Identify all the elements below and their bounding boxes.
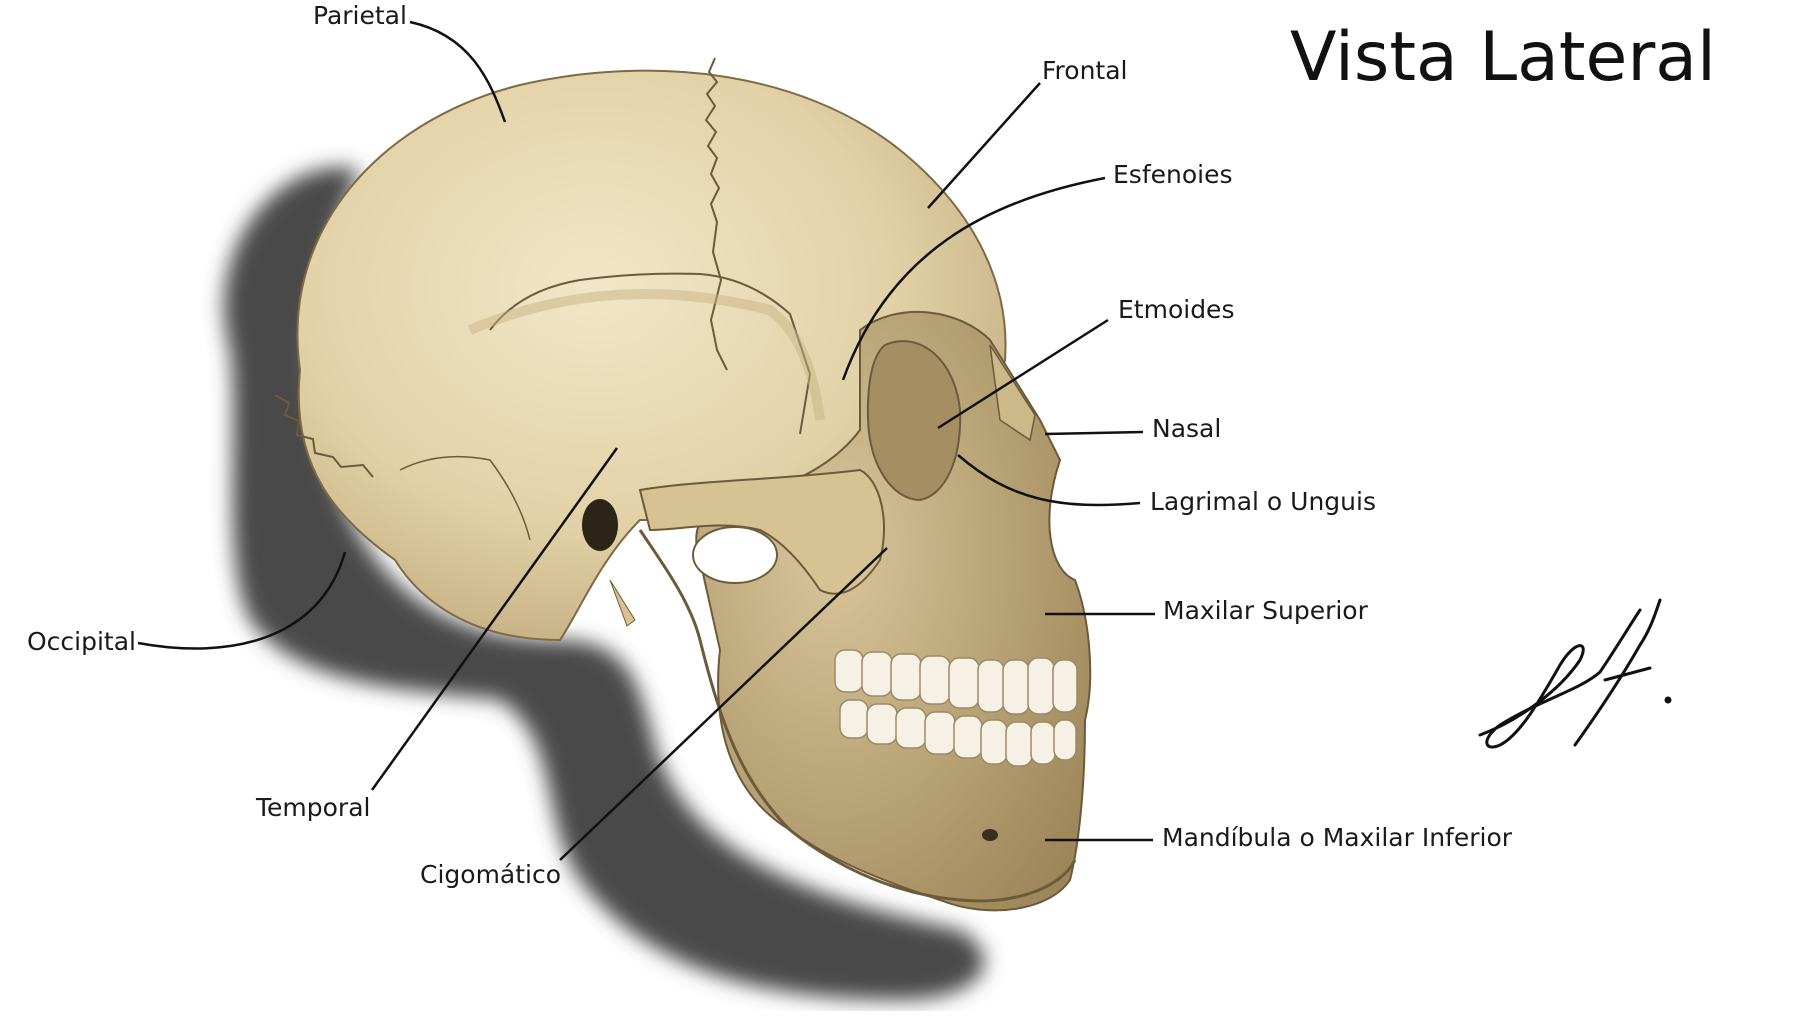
leader-frontal bbox=[927, 82, 1041, 209]
leader-lagrimal bbox=[957, 454, 1141, 507]
label-maxilar-superior: Maxilar Superior bbox=[1163, 596, 1368, 625]
teeth bbox=[834, 649, 1078, 767]
leader-esfenoides bbox=[841, 176, 1106, 381]
leader-cigomatico bbox=[559, 547, 888, 861]
label-parietal: Parietal bbox=[313, 1, 407, 30]
leader-temporal bbox=[370, 447, 619, 791]
label-nasal: Nasal bbox=[1152, 414, 1222, 443]
leader-nasal bbox=[1044, 430, 1144, 436]
label-frontal: Frontal bbox=[1042, 56, 1128, 85]
label-temporal: Temporal bbox=[256, 793, 371, 822]
label-mandibula: Mandíbula o Maxilar Inferior bbox=[1162, 823, 1513, 852]
diagram-title: Vista Lateral bbox=[1290, 18, 1716, 97]
label-lagrimal: Lagrimal o Unguis bbox=[1150, 487, 1376, 516]
artist-signature bbox=[1478, 598, 1672, 749]
leader-parietal bbox=[409, 20, 507, 123]
skull-shadow bbox=[224, 167, 985, 1000]
label-etmoides: Etmoides bbox=[1118, 295, 1235, 324]
leader-lines bbox=[137, 20, 1155, 861]
label-esfenoides: Esfenoies bbox=[1113, 160, 1233, 189]
label-occipital: Occipital bbox=[27, 627, 136, 656]
skull-cranium bbox=[274, 57, 1007, 642]
label-cigomatico: Cigomático bbox=[420, 860, 562, 889]
leader-etmoides bbox=[937, 318, 1109, 430]
leader-occipital bbox=[137, 551, 347, 650]
